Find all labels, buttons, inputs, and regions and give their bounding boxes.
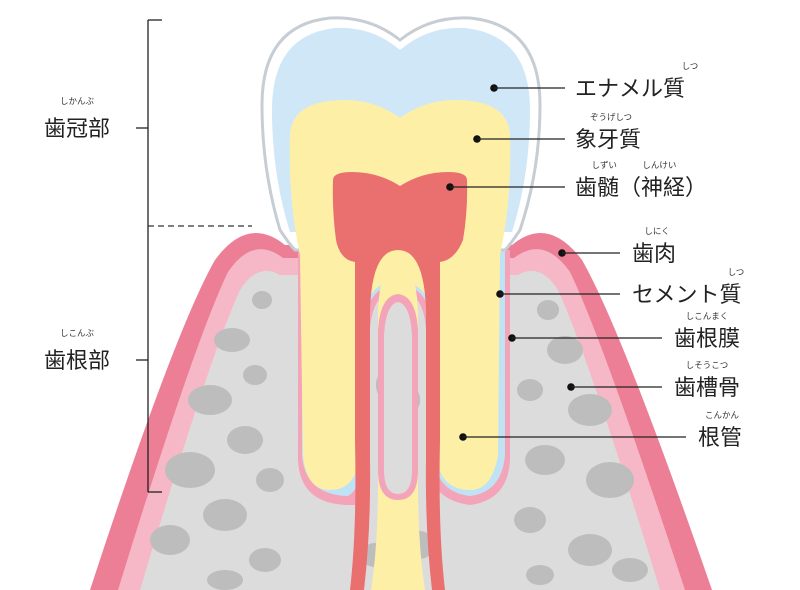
label-alveolar-bone-ruby: しそうこつ [686, 361, 729, 371]
label-root-canal: こんかん 根管 [459, 411, 742, 451]
label-ligament-text: 歯根膜 [674, 327, 740, 352]
label-enamel-text: エナメル質 [575, 77, 685, 102]
label-root-canal-text: 根管 [698, 426, 742, 451]
label-dentin: ぞうげしつ 象牙質 [473, 113, 641, 153]
label-pulp: しずい しんけい 歯髄（神経） [446, 160, 707, 201]
crown-section-ruby: しかんぶ [60, 97, 95, 107]
bone-texture [150, 291, 648, 590]
crown-root-bracket [136, 19, 252, 493]
label-alveolar-bone: しそうこつ 歯槽骨 [567, 361, 740, 401]
label-pulp-text: 歯髄（神経） [575, 176, 707, 201]
label-dentin-ruby: ぞうげしつ [590, 113, 632, 123]
gum-and-bone [90, 233, 712, 590]
label-ligament: しこんまく 歯根膜 [508, 312, 740, 352]
root-section-ruby: しこんぶ [60, 329, 95, 339]
label-cementum-ruby: しつ [728, 268, 745, 278]
label-pulp-ruby: しずい しんけい [592, 160, 677, 171]
label-cementum: しつ セメント質 [496, 268, 744, 308]
label-root-canal-ruby: こんかん [705, 411, 740, 421]
label-cementum-text: セメント質 [632, 283, 742, 308]
label-enamel: しつ エナメル質 [490, 62, 698, 102]
root-section-label: しこんぶ 歯根部 [44, 329, 110, 374]
label-alveolar-bone-text: 歯槽骨 [674, 376, 740, 401]
crown-section-title: 歯冠部 [44, 117, 110, 142]
crown-section-label: しかんぶ 歯冠部 [44, 97, 110, 142]
label-dentin-text: 象牙質 [575, 128, 641, 153]
label-gum-text: 歯肉 [632, 242, 676, 267]
root-section-title: 歯根部 [44, 349, 110, 374]
interradicular-bone [384, 302, 412, 494]
label-ligament-ruby: しこんまく [686, 312, 729, 322]
label-enamel-ruby: しつ [682, 62, 699, 72]
tooth [260, 16, 542, 590]
label-gum-ruby: しにく [644, 227, 669, 237]
pulp-chamber-and-root-canals [332, 172, 468, 590]
label-gum: しにく 歯肉 [558, 227, 676, 267]
